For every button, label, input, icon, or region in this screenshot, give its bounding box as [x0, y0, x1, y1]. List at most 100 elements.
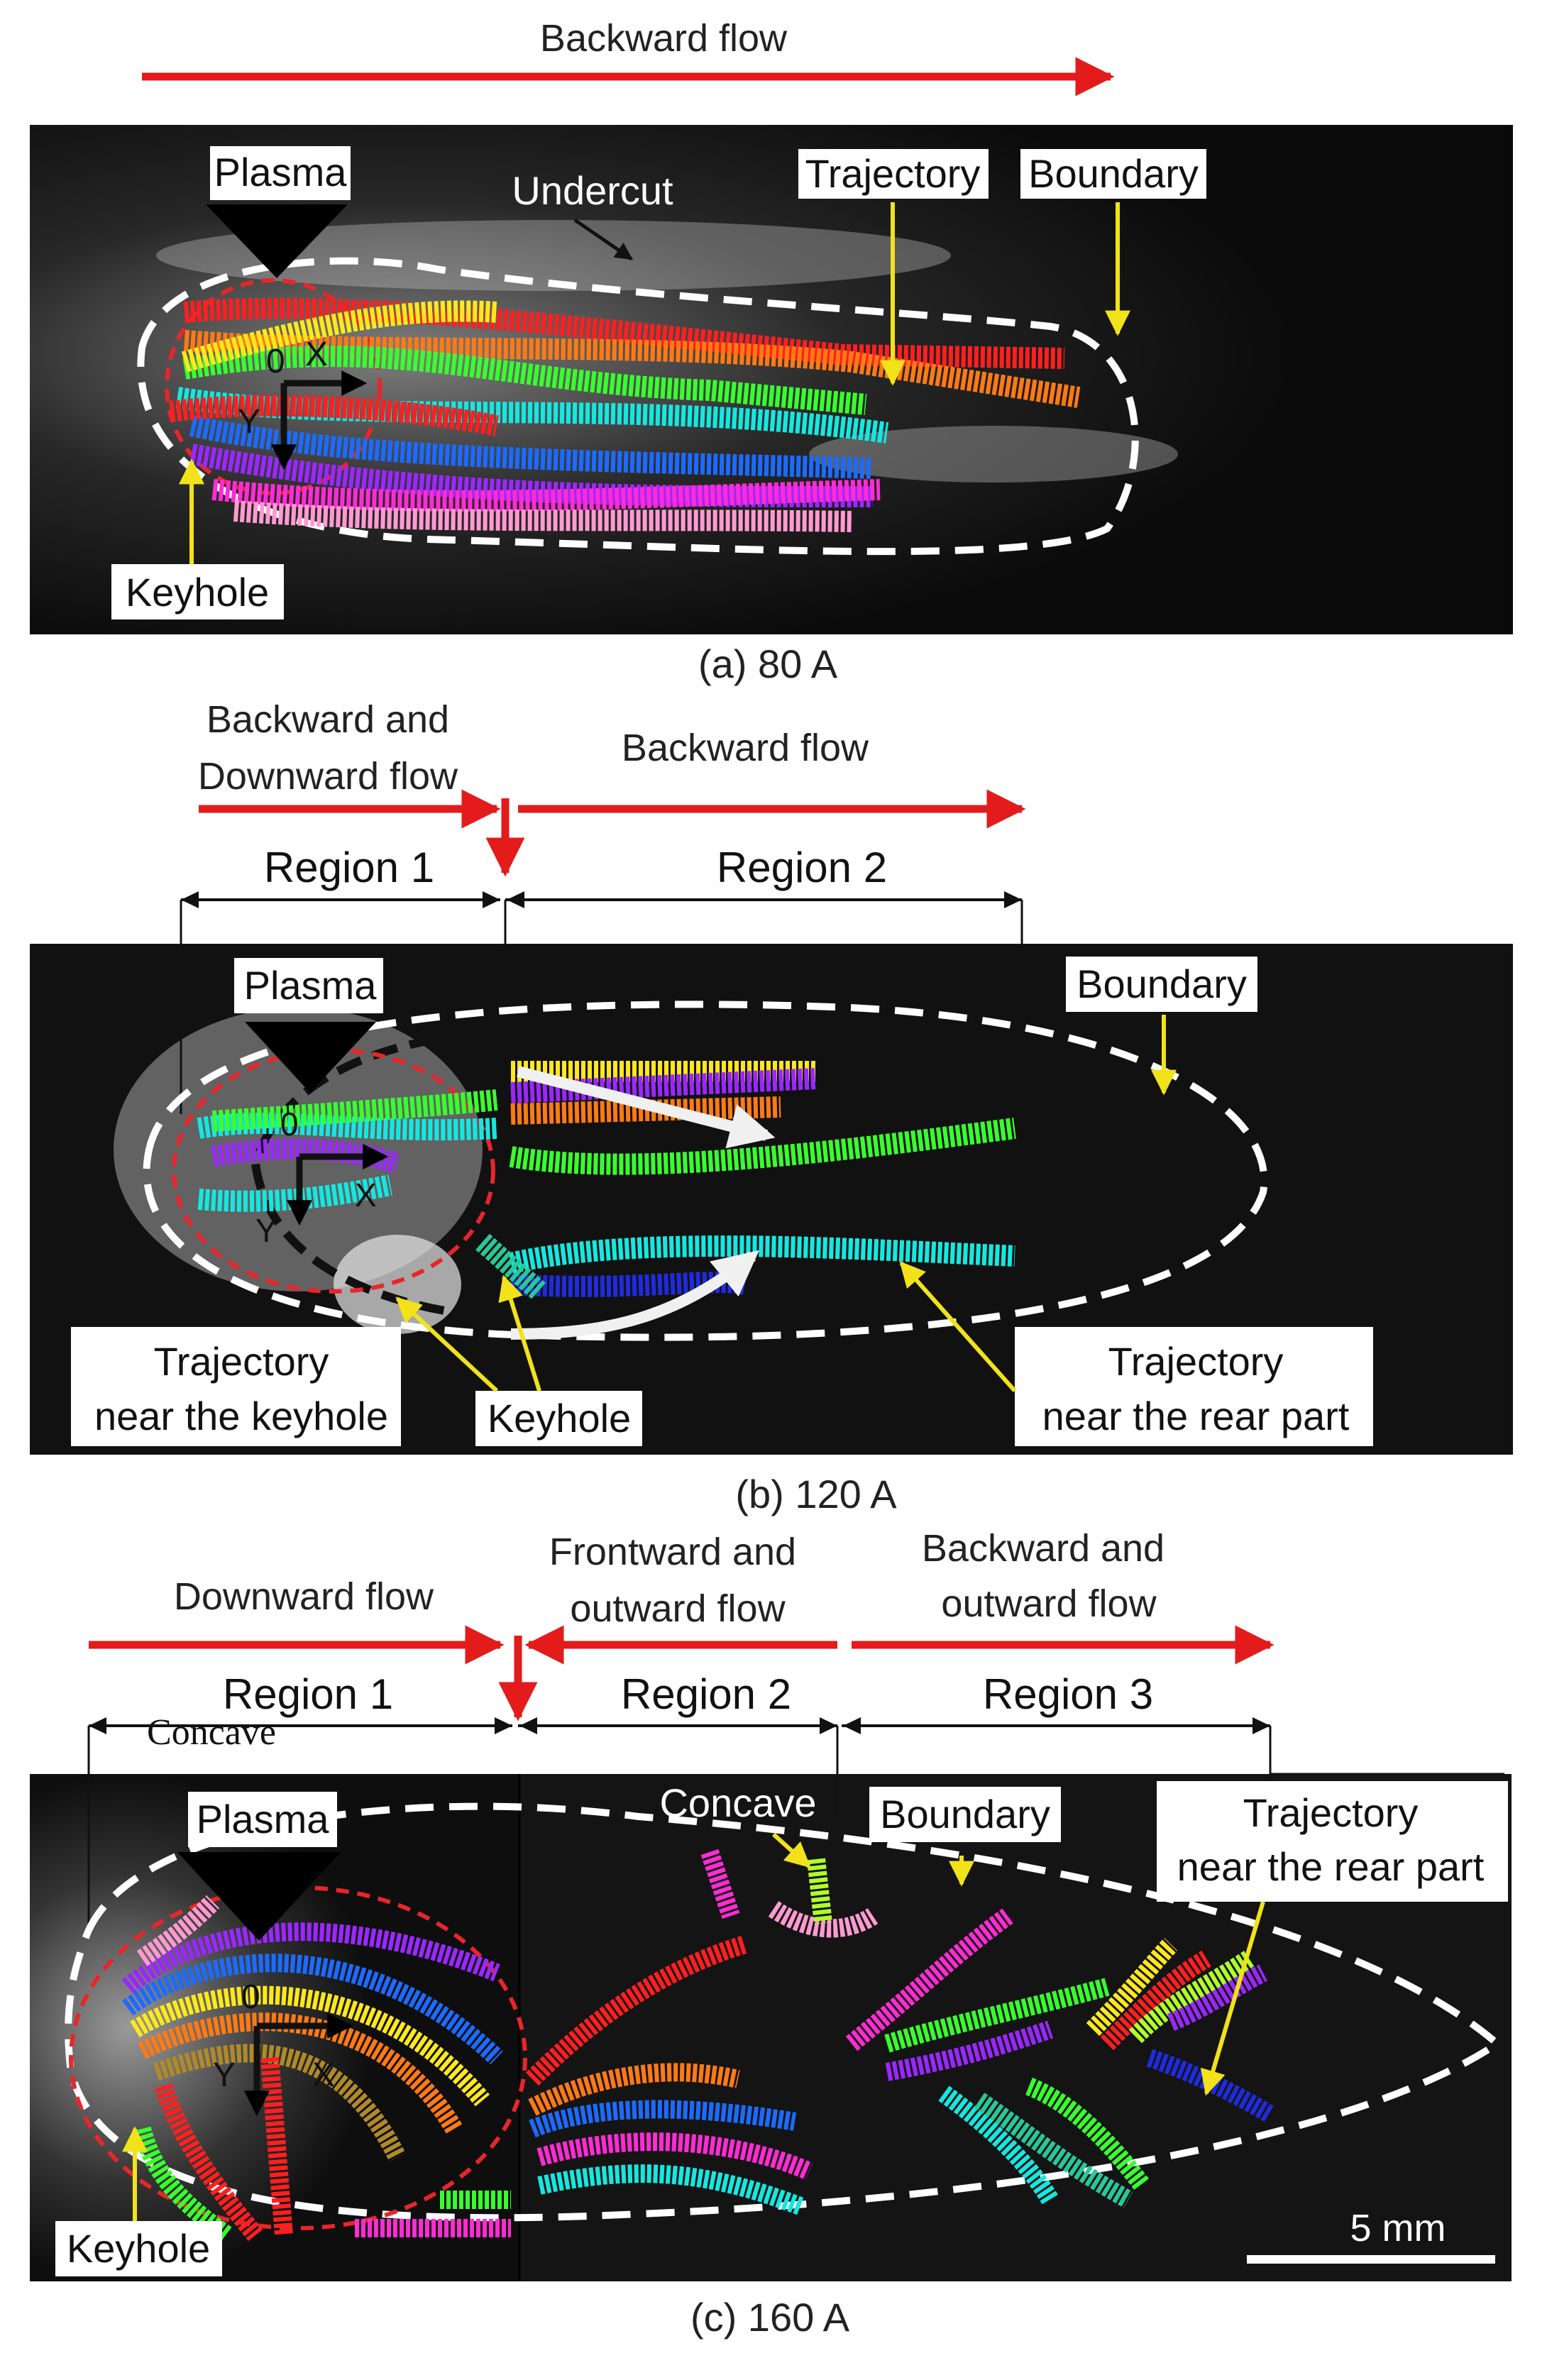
panel-c-trajectory [122, 1954, 503, 2065]
panel-a-caption: (a) 80 A [698, 641, 838, 686]
panel-a-trajectory-label: Trajectory [805, 151, 981, 196]
panel-c-trajectory [153, 2044, 406, 2161]
panel-b-plasma-arrow [245, 1022, 376, 1093]
panel-c-trajectory-rear-line2: near the rear part [1177, 1844, 1485, 1889]
panel-b-boundary-label: Boundary [1077, 962, 1247, 1006]
panel-c-trajectory [130, 1985, 490, 2107]
panel-a-backward-flow-label: Backward flow [540, 17, 788, 60]
panel-c-trajectory [154, 2083, 263, 2242]
panel-c-origin-label: 0 [241, 1978, 260, 2016]
panel-b-flow-label-1-line2: Downward flow [198, 755, 458, 798]
panel-c-frontward-flow-line2: outward flow [570, 1587, 786, 1630]
panel-b-trajectory-keyhole-line2: near the keyhole [94, 1394, 388, 1438]
panel-b-backward-flow-label: Backward flow [622, 727, 869, 769]
panel-c-trajectory [136, 1895, 220, 1966]
panel-b-trajectory-rear-pointer [899, 1261, 1017, 1392]
panel-c-backward-flow-line1: Backward and [922, 1527, 1165, 1570]
panel-b-keyhole-label: Keyhole [488, 1396, 631, 1440]
panel-a-trajectory [233, 500, 852, 532]
panel-c-trajectory [845, 1908, 1013, 2051]
panel-c-trajectory [807, 1858, 832, 1924]
panel-c-trajectory [974, 2093, 1133, 2208]
panel-c-trajectory [884, 1978, 1110, 2053]
panel-b-trajectory [509, 1118, 1016, 1175]
panel-b-flow-arrow-upper [517, 1066, 776, 1149]
panel-a-boundary-outline [137, 257, 1139, 556]
panel-c-keyhole-label: Keyhole [67, 2226, 210, 2271]
panel-c-trajectory [528, 2063, 740, 2116]
panel-b: Backward and Downward flow Backward flow… [30, 698, 1513, 1516]
panel-c-trajectory [938, 2086, 1059, 2205]
panel-b-caption: (b) 120 A [735, 1472, 897, 1516]
panel-a-axes: 0 X Y [238, 336, 368, 470]
panel-c-trajectory [138, 2012, 463, 2134]
panel-b-trajectory-rear-line2: near the rear part [1042, 1394, 1350, 1438]
panel-c-axes: 0 X Y [213, 1978, 353, 2117]
panel-a-keyhole-label: Keyhole [126, 570, 269, 615]
panel-b-trajectory [212, 1089, 498, 1132]
panel-c-boundary-label: Boundary [880, 1792, 1050, 1836]
panel-c-caption: (c) 160 A [690, 2295, 850, 2340]
panel-a-keyhole-outline [165, 278, 382, 495]
panel-a-origin-label: 0 [266, 343, 285, 380]
panel-c-frontward-flow-line1: Frontward and [549, 1531, 796, 1573]
panel-a-boundary-label: Boundary [1028, 151, 1199, 196]
panel-b-region-2-label: Region 2 [717, 844, 887, 891]
panel-c-trajectory [1167, 1964, 1267, 2032]
panel-b-trajectory-keyhole-pointer [395, 1296, 499, 1393]
panel-a-trajectory [183, 330, 1081, 408]
panel-c-trajectory [260, 2056, 293, 2237]
panel-b-boundary-outline [143, 1001, 1268, 1341]
panel-a-trajectory [211, 479, 881, 512]
panel-c-trajectory [525, 1935, 748, 2086]
panel-a-trajectories [169, 297, 1081, 532]
panel-a-x-label: X [305, 336, 328, 373]
panel-c-trajectory [1100, 1950, 1211, 2051]
panel-c-plasma-arrow [177, 1852, 341, 1941]
panel-c: Downward flow Frontward and outward flow… [30, 1527, 1512, 2340]
panel-c-downward-flow-label: Downward flow [174, 1575, 434, 1618]
panel-c-trajectory [121, 1922, 500, 1994]
panel-c-plasma-label: Plasma [197, 1797, 330, 1841]
panel-b-flow-arrow-lower [510, 1250, 759, 1340]
panel-b-trajectory [508, 1235, 1015, 1274]
panel-a-plasma-label: Plasma [214, 150, 348, 194]
panel-a-trajectory [169, 395, 499, 436]
panel-a-trajectory [189, 415, 874, 479]
panel-c-trajectory [768, 1901, 879, 1938]
panel-c-region-1-label: Region 1 [223, 1670, 393, 1718]
panel-c-trajectory [133, 2126, 233, 2243]
panel-b-origin-label: 0 [280, 1106, 299, 1142]
panel-c-concave-pointer [771, 1832, 811, 1868]
panel-b-trajectory-keyhole-line1: Trajectory [154, 1339, 329, 1384]
panel-b-plasma-label: Plasma [244, 963, 378, 1008]
panel-a-plasma-arrow [206, 204, 348, 278]
panel-c-trajectory [885, 2020, 1054, 2081]
panel-c-trajectory-rear-pointer [1200, 1901, 1265, 2096]
panel-c-trajectory [529, 2100, 797, 2138]
panel-a-undercut-label: Undercut [512, 168, 673, 213]
panel-c-trajectories [121, 1849, 1275, 2243]
panel-b-trajectories [197, 1061, 1016, 1300]
panel-a-undercut-pointer [573, 218, 634, 261]
panel-c-trajectory [1025, 2077, 1150, 2191]
panel-c-backward-flow-line2: outward flow [941, 1582, 1157, 1625]
panel-c-region-2-label: Region 2 [621, 1670, 791, 1718]
panel-c-trajectory-rear-line1: Trajectory [1243, 1790, 1419, 1835]
panel-b-axes: 0 X Y [255, 1106, 389, 1249]
panel-c-trajectory [700, 1849, 740, 1919]
panel-b-keyhole-pointer [498, 1274, 541, 1392]
panel-b-flow-label-1-line1: Backward and [207, 698, 449, 741]
panel-c-concave-label: Concave [659, 1780, 816, 1825]
panel-a: Backward flow Plasma Undercut Trajectory [30, 17, 1513, 686]
panel-b-region-1-label: Region 1 [264, 844, 434, 891]
panel-c-x-label: X [312, 2056, 335, 2094]
panel-b-trajectory-rear-line1: Trajectory [1108, 1339, 1284, 1384]
panel-c-region-3-label: Region 3 [983, 1670, 1153, 1718]
panel-c-y-label: Y [213, 2056, 236, 2094]
panel-c-scale-bar [1247, 2255, 1495, 2264]
panel-a-y-label: Y [238, 403, 260, 441]
panel-b-y-label: Y [255, 1212, 277, 1249]
panel-c-trajectory [536, 2132, 813, 2180]
